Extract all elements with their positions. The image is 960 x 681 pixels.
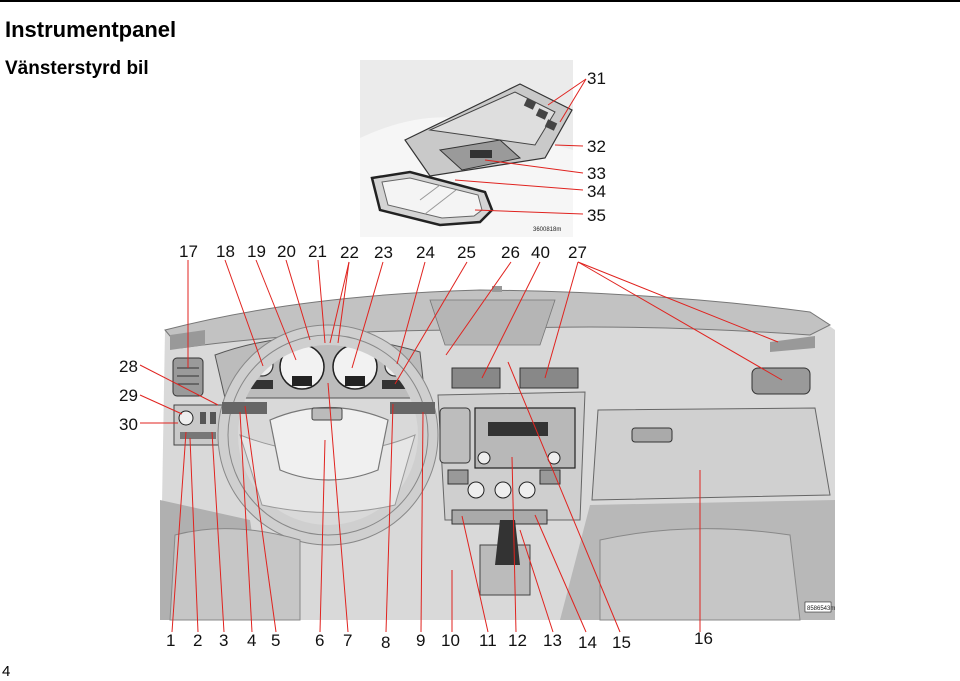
callout-15: 15	[612, 633, 631, 652]
page-title: Instrumentpanel	[5, 17, 177, 42]
reading-lamp-button	[523, 98, 537, 110]
climate-knob-left	[467, 481, 485, 499]
callout-8: 8	[381, 633, 390, 652]
callout-23: 23	[374, 243, 393, 262]
callout-35: 35	[587, 206, 606, 225]
steering-hub	[269, 406, 389, 481]
inset-image-code: 3600818m	[533, 227, 561, 233]
main-image-code: 8586543m	[807, 606, 835, 612]
glovebox	[591, 407, 831, 501]
callout-10: 10	[441, 631, 460, 650]
callout-34: 34	[587, 182, 606, 201]
callout-17: 17	[179, 242, 198, 261]
turn-signal-lever	[222, 402, 267, 414]
callout-28: 28	[119, 357, 138, 376]
top-rule	[0, 0, 960, 2]
callout-21: 21	[308, 242, 327, 261]
leader-lines	[139, 78, 783, 633]
callout-2: 2	[193, 631, 202, 650]
climate-knob-center	[494, 481, 512, 499]
callout-40: 40	[531, 243, 550, 262]
callout-31: 31	[587, 69, 606, 88]
climate-knob-right	[518, 481, 536, 499]
callout-11: 11	[479, 631, 497, 650]
callout-1: 1	[166, 631, 175, 650]
page-subtitle: Vänsterstyrd bil	[5, 58, 149, 79]
callout-numbers: 17 18 19 20 21 22 23 24 25 26 40 27 28 2…	[119, 69, 713, 652]
callout-24: 24	[416, 243, 435, 262]
callout-5: 5	[271, 631, 280, 650]
display-right	[382, 380, 410, 389]
right-air-vent	[751, 367, 811, 395]
inset-roof-console: 3600818m	[360, 60, 573, 237]
callout-20: 20	[277, 242, 296, 261]
callout-25: 25	[457, 243, 476, 262]
display-left	[245, 380, 273, 389]
callout-12: 12	[508, 631, 527, 650]
callout-18: 18	[216, 242, 235, 261]
callout-14: 14	[578, 633, 597, 652]
callout-33: 33	[587, 164, 606, 183]
callout-4: 4	[247, 631, 256, 650]
horn-emblem	[311, 407, 343, 421]
callout-29: 29	[119, 386, 138, 405]
console-switch	[470, 150, 492, 158]
callout-9: 9	[416, 631, 425, 650]
callout-6: 6	[315, 631, 324, 650]
callout-19: 19	[247, 242, 266, 261]
callout-3: 3	[219, 631, 228, 650]
callout-16: 16	[694, 629, 713, 648]
reading-lamp-button	[535, 108, 549, 120]
callout-13: 13	[543, 631, 562, 650]
page-number: 4	[2, 663, 11, 680]
callout-27: 27	[568, 243, 587, 262]
reading-lamp-button	[544, 119, 558, 131]
callout-30: 30	[119, 415, 138, 434]
callout-26: 26	[501, 243, 520, 262]
switch-row	[451, 509, 548, 525]
callout-22: 22	[340, 243, 359, 262]
defroster-vent	[429, 299, 556, 346]
callout-7: 7	[343, 631, 352, 650]
center-vent-right	[519, 367, 579, 389]
dashboard-drawing: 8586543m	[160, 286, 835, 621]
storage-compartment	[439, 407, 471, 464]
glovebox-handle	[631, 427, 673, 443]
center-vent-left	[451, 367, 501, 389]
callout-32: 32	[587, 137, 606, 156]
wiper-lever	[390, 402, 435, 414]
